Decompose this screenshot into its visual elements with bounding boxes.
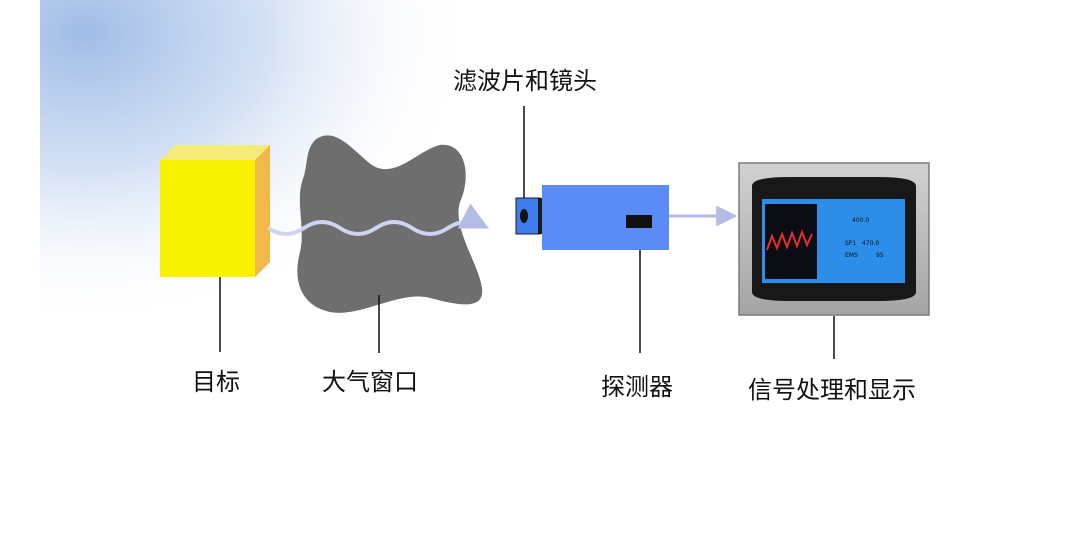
target-label: 目标 bbox=[192, 368, 240, 396]
setpoint-value: 470.0 bbox=[862, 240, 879, 247]
temperature-graph-line bbox=[766, 229, 813, 251]
ir-beam-wave bbox=[266, 203, 490, 236]
lens-filter bbox=[515, 106, 542, 235]
display-monitor: 400.0 SP1 470.0 EMS 95 bbox=[738, 162, 930, 316]
signal-processing-display-label: 信号处理和显示 bbox=[748, 376, 916, 404]
target-block bbox=[160, 145, 270, 277]
emissivity-value: 95 bbox=[876, 252, 884, 259]
filter-lens-label: 滤波片和镜头 bbox=[453, 67, 597, 95]
temp-reading: 400.0 bbox=[852, 217, 869, 224]
atmosphere-window-label: 大气窗口 bbox=[322, 368, 418, 396]
setpoint-label: SP1 bbox=[845, 240, 856, 247]
detector-body bbox=[542, 185, 669, 250]
emissivity-label: EMS bbox=[845, 252, 858, 259]
detector-label: 探测器 bbox=[601, 373, 673, 401]
